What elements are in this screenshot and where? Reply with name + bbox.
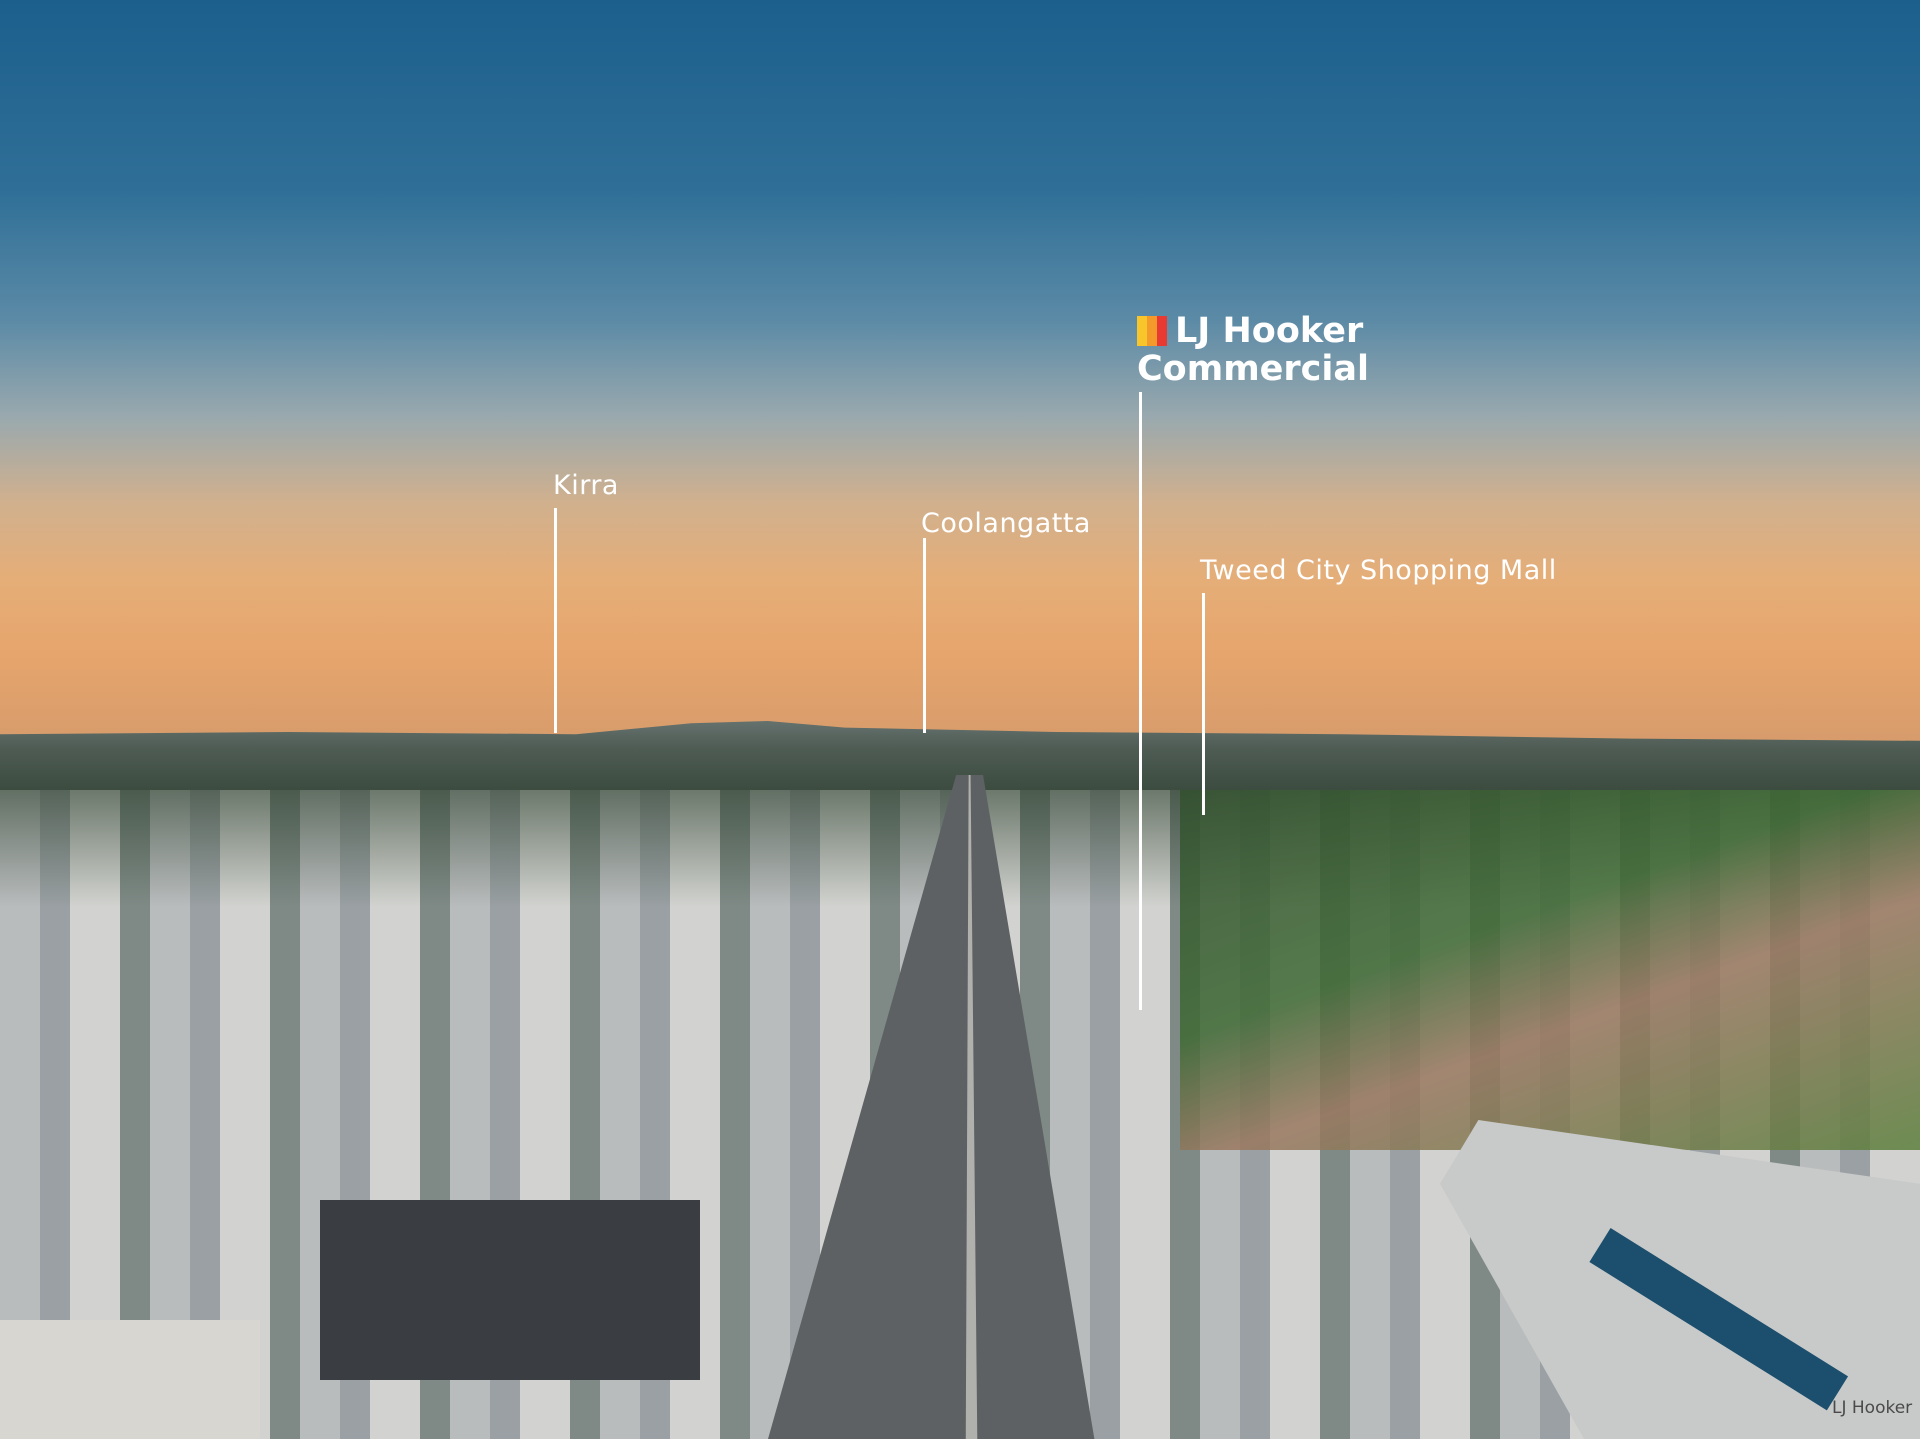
- pin-coolangatta: [923, 538, 926, 733]
- warehouse-building: [320, 1200, 700, 1380]
- pin-kirra: [554, 508, 557, 733]
- pin-tweed-city: [1202, 593, 1205, 815]
- pin-subject-property: [1139, 392, 1142, 1010]
- warehouse-roof: [0, 1320, 260, 1439]
- sky: [0, 0, 1920, 760]
- label-kirra: Kirra: [553, 470, 619, 501]
- residential-area: [1180, 790, 1920, 1150]
- logo-mark-icon: [1137, 316, 1167, 346]
- highway-median: [965, 775, 978, 1439]
- watermark: LJ Hooker: [1832, 1398, 1913, 1418]
- logo-line1: LJ Hooker: [1175, 311, 1364, 351]
- lj-hooker-commercial-logo: LJ Hooker Commercial: [1137, 312, 1369, 388]
- label-coolangatta: Coolangatta: [921, 508, 1091, 539]
- label-tweed-city-shopping-mall: Tweed City Shopping Mall: [1200, 555, 1557, 586]
- logo-line2: Commercial: [1137, 349, 1370, 389]
